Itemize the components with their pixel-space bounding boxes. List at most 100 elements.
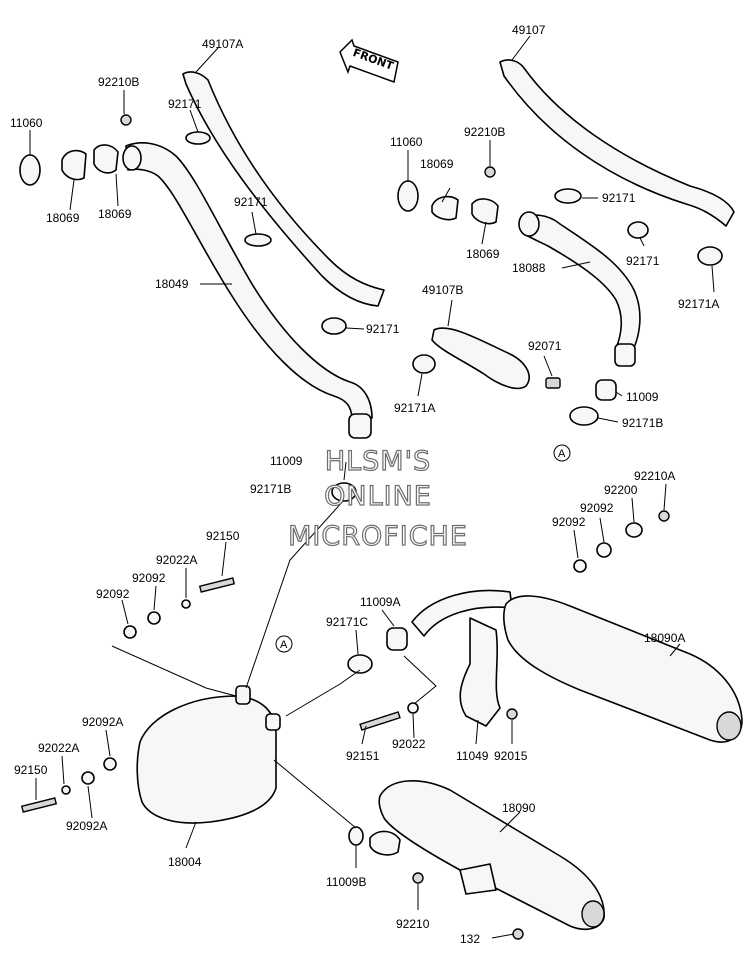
bolt-92151: [359, 711, 401, 731]
collar-92092-l1: [123, 625, 137, 639]
gasket-11060-left: [19, 154, 41, 186]
pipe-end-right: [614, 343, 636, 367]
nut-92210: [412, 872, 424, 884]
watermark-line-2: ONLINE: [324, 481, 432, 512]
bracket-11049: [459, 617, 501, 727]
muffler-tip-18090: [581, 900, 605, 928]
washer-92022: [407, 702, 419, 714]
header-pipe-18088: [519, 214, 641, 353]
label-18049: 18049: [155, 277, 189, 291]
label-92015: 92015: [494, 749, 528, 763]
label-49107a: 49107A: [202, 37, 243, 51]
label-18088: 18088: [512, 261, 546, 275]
pipe-flange-right: [518, 211, 540, 237]
label-11009b: 11009B: [326, 875, 366, 889]
collar-92200: [625, 522, 643, 538]
flange-18069-left-a: [61, 149, 87, 181]
heat-shield-49107: [499, 59, 735, 227]
label-92171-b: 92171: [234, 195, 268, 209]
bracket-18090: [459, 863, 497, 895]
label-92171c: 92171C: [326, 615, 368, 629]
label-92092-l1: 92092: [96, 587, 130, 601]
label-92022a-top: 92022A: [156, 553, 197, 567]
muffler-inlet-18004: [235, 685, 251, 705]
label-11009a: 11009A: [360, 595, 400, 609]
clamp-92171-a: [185, 131, 211, 145]
watermark: HLSM'S ONLINE MICROFICHE: [287, 445, 468, 552]
label-92171b-right: 92171B: [622, 416, 663, 430]
label-92171a-right: 92171A: [678, 297, 719, 311]
ref-mark-a-left-label: A: [280, 639, 288, 651]
label-92092-r2: 92092: [580, 501, 614, 515]
label-92092-r1: 92092: [552, 515, 586, 529]
label-18004: 18004: [168, 855, 202, 869]
bolt-132: [512, 928, 524, 940]
crossover-pipe-11009a: [411, 589, 513, 637]
label-92092a-top: 92092A: [82, 715, 123, 729]
label-92171b-mid: 92171B: [250, 482, 291, 496]
label-92022: 92022: [392, 737, 426, 751]
front-arrow-icon: FRONT: [339, 38, 399, 84]
clamp-92171-d: [554, 188, 582, 204]
nut-92210b-right: [484, 166, 496, 178]
label-11009-mid: 11009: [270, 454, 303, 468]
ref-mark-a-right-label: A: [558, 448, 566, 460]
collar-92092-l2: [147, 611, 161, 625]
clamp-92171b-mid: [331, 482, 357, 502]
label-92150-bot: 92150: [14, 763, 48, 777]
washer-92022a-bot: [61, 785, 71, 795]
label-92171-d: 92171: [602, 191, 636, 205]
collar-92092-r2: [596, 542, 612, 558]
clamp-92171c: [347, 654, 373, 674]
nut-92015: [506, 708, 518, 720]
clamp-92171-c: [321, 317, 347, 335]
flange-18069-right-b: [471, 198, 499, 225]
clamp-92171-e: [627, 221, 649, 239]
muffler-outlet-18004: [265, 713, 281, 731]
label-18069-left-a: 18069: [46, 211, 80, 225]
label-18069-left-b: 18069: [98, 207, 132, 221]
label-92210: 92210: [396, 917, 430, 931]
label-92171-c: 92171: [366, 322, 400, 336]
label-92200: 92200: [604, 483, 638, 497]
gasket-11060-right: [397, 180, 419, 212]
label-92210b-right: 92210B: [464, 125, 505, 139]
washer-92022a-top: [181, 599, 191, 609]
label-49107b: 49107B: [422, 283, 463, 297]
label-92092-l2: 92092: [132, 571, 166, 585]
collar-92092a-bot: [81, 771, 95, 785]
pipe-flange-left: [122, 145, 142, 171]
watermark-line-1: HLSM'S: [325, 446, 431, 477]
heat-shield-49107b: [431, 327, 530, 390]
watermark-line-3: MICROFICHE: [288, 521, 468, 552]
gasket-11009a: [386, 627, 408, 651]
gasket-11009-right: [595, 379, 617, 401]
muffler-tip-18090a: [716, 711, 742, 741]
heat-shield-49107a: [182, 71, 385, 307]
label-92210b-left: 92210B: [98, 75, 139, 89]
label-92171-e: 92171: [626, 254, 660, 268]
collar-92092a-top: [103, 757, 117, 771]
label-49107: 49107: [512, 23, 546, 37]
gasket-11009b: [348, 826, 364, 846]
label-18090a: 18090A: [644, 631, 685, 645]
label-92092a-bot: 92092A: [66, 819, 107, 833]
label-92022a-bot: 92022A: [38, 741, 79, 755]
label-11060-right: 11060: [390, 135, 423, 149]
collar-92092-r1: [573, 559, 587, 573]
bolt-92150-top: [198, 577, 236, 593]
label-11009-right: 11009: [626, 390, 659, 404]
nut-92210b-left: [120, 114, 132, 126]
pipe-end-left: [348, 413, 372, 439]
muffler-18090a: [503, 595, 743, 743]
muffler-18090: [378, 780, 605, 931]
muffler-flange-18090: [369, 830, 401, 856]
label-92210a: 92210A: [634, 469, 675, 483]
label-92171-a: 92171: [168, 97, 202, 111]
clamp-92171-b: [244, 233, 272, 247]
label-92071: 92071: [528, 339, 562, 353]
flange-18069-left-b: [93, 144, 119, 174]
flange-18069-right-a: [431, 195, 459, 221]
bolt-92150-bot: [20, 797, 58, 813]
